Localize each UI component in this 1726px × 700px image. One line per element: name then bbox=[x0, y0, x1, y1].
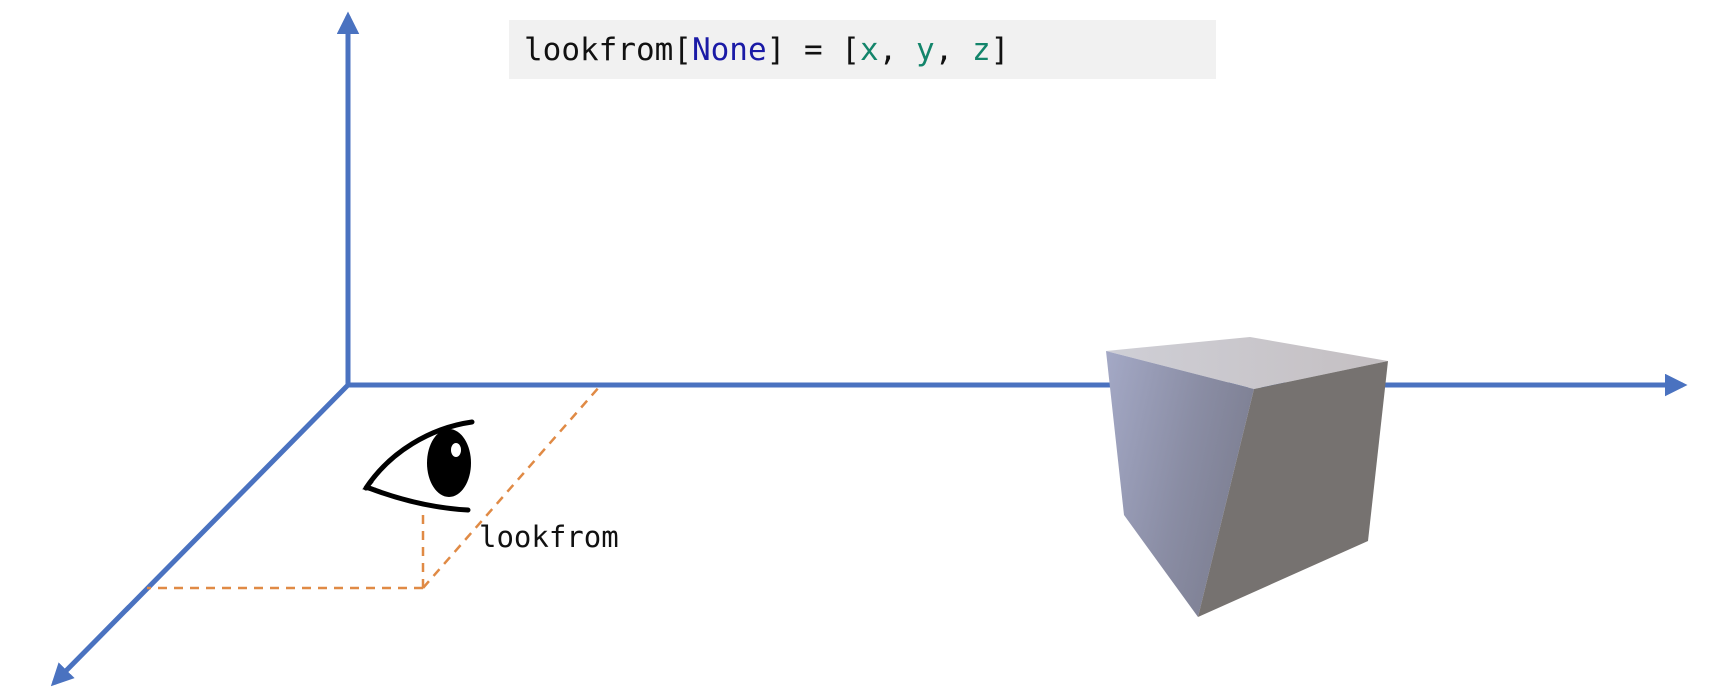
code-middle: ] = [ bbox=[766, 31, 860, 68]
guide-line-floor-diagonal bbox=[422, 385, 601, 589]
code-prefix: lookfrom[ bbox=[524, 31, 692, 68]
code-separator-2: , bbox=[934, 31, 972, 68]
code-var-x: x bbox=[859, 31, 879, 68]
cube-object bbox=[1106, 337, 1388, 617]
eye-icon bbox=[362, 419, 475, 513]
lookfrom-guide-lines bbox=[147, 385, 601, 590]
code-suffix: ] bbox=[990, 31, 1010, 68]
cube-top-face bbox=[1106, 337, 1388, 389]
cube-side-face bbox=[1198, 361, 1388, 617]
depth-axis bbox=[50, 383, 350, 687]
lookfrom-label: lookfrom bbox=[479, 520, 619, 554]
code-keyword-none: None bbox=[691, 31, 767, 68]
code-snippet: lookfrom[None] = [x, y, z] bbox=[509, 20, 1216, 79]
code-var-y: y bbox=[915, 31, 935, 68]
code-separator-1: , bbox=[878, 31, 916, 68]
cube-front-face bbox=[1106, 351, 1254, 617]
code-var-z: z bbox=[971, 31, 991, 68]
